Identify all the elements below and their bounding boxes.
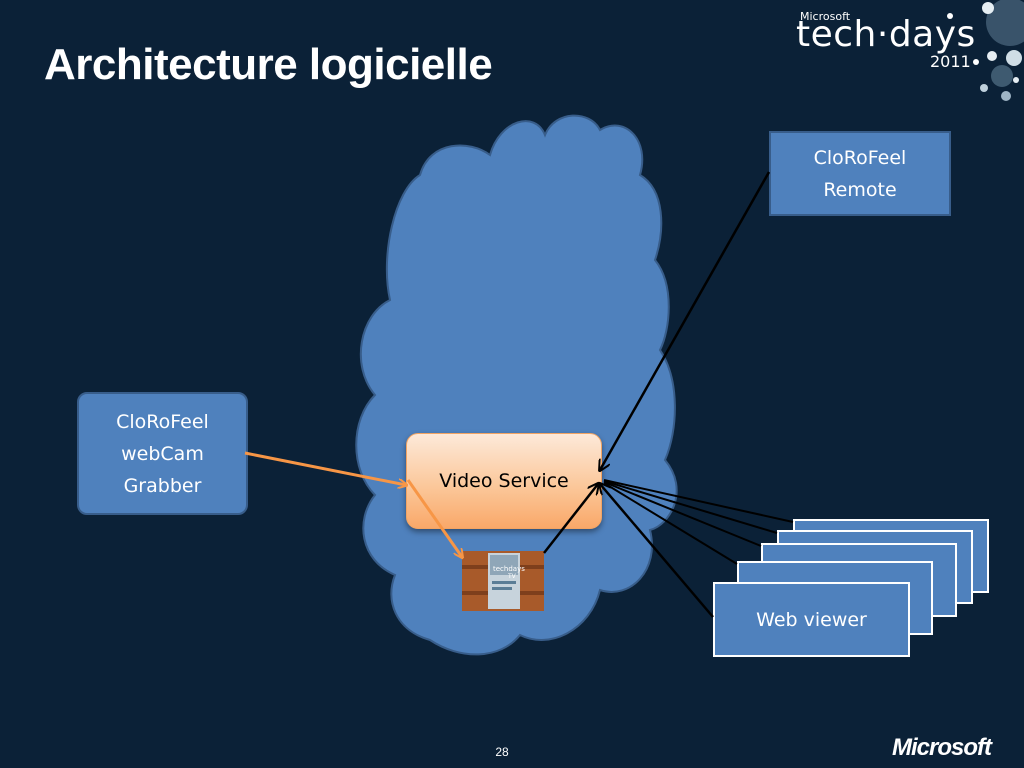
clorofeel-remote-box: CloRoFeel Remote [769, 131, 951, 216]
slide-title: Architecture logicielle [44, 40, 493, 89]
logo-microsoft-label: Microsoft [800, 10, 851, 23]
thumbnail-suffix: TV [507, 573, 517, 580]
web-viewer-box: Web viewer [713, 582, 910, 657]
techdays-tv-thumbnail: techdays TV [462, 551, 544, 611]
logo-year: 2011 [930, 52, 971, 71]
thumbnail-image: techdays TV [462, 551, 544, 611]
page-number: 28 [495, 745, 509, 759]
webcam-grabber-box: CloRoFeel webCam Grabber [77, 392, 248, 515]
techdays-logo: Microsoft tech·days 2011 [780, 0, 1024, 118]
thumbnail-brand: techdays [493, 565, 525, 573]
logo-bubbles [947, 0, 1024, 101]
video-service-box: Video Service [406, 433, 602, 529]
logo-brand: tech·days [796, 14, 976, 55]
microsoft-logo: Microsoft [892, 734, 992, 761]
